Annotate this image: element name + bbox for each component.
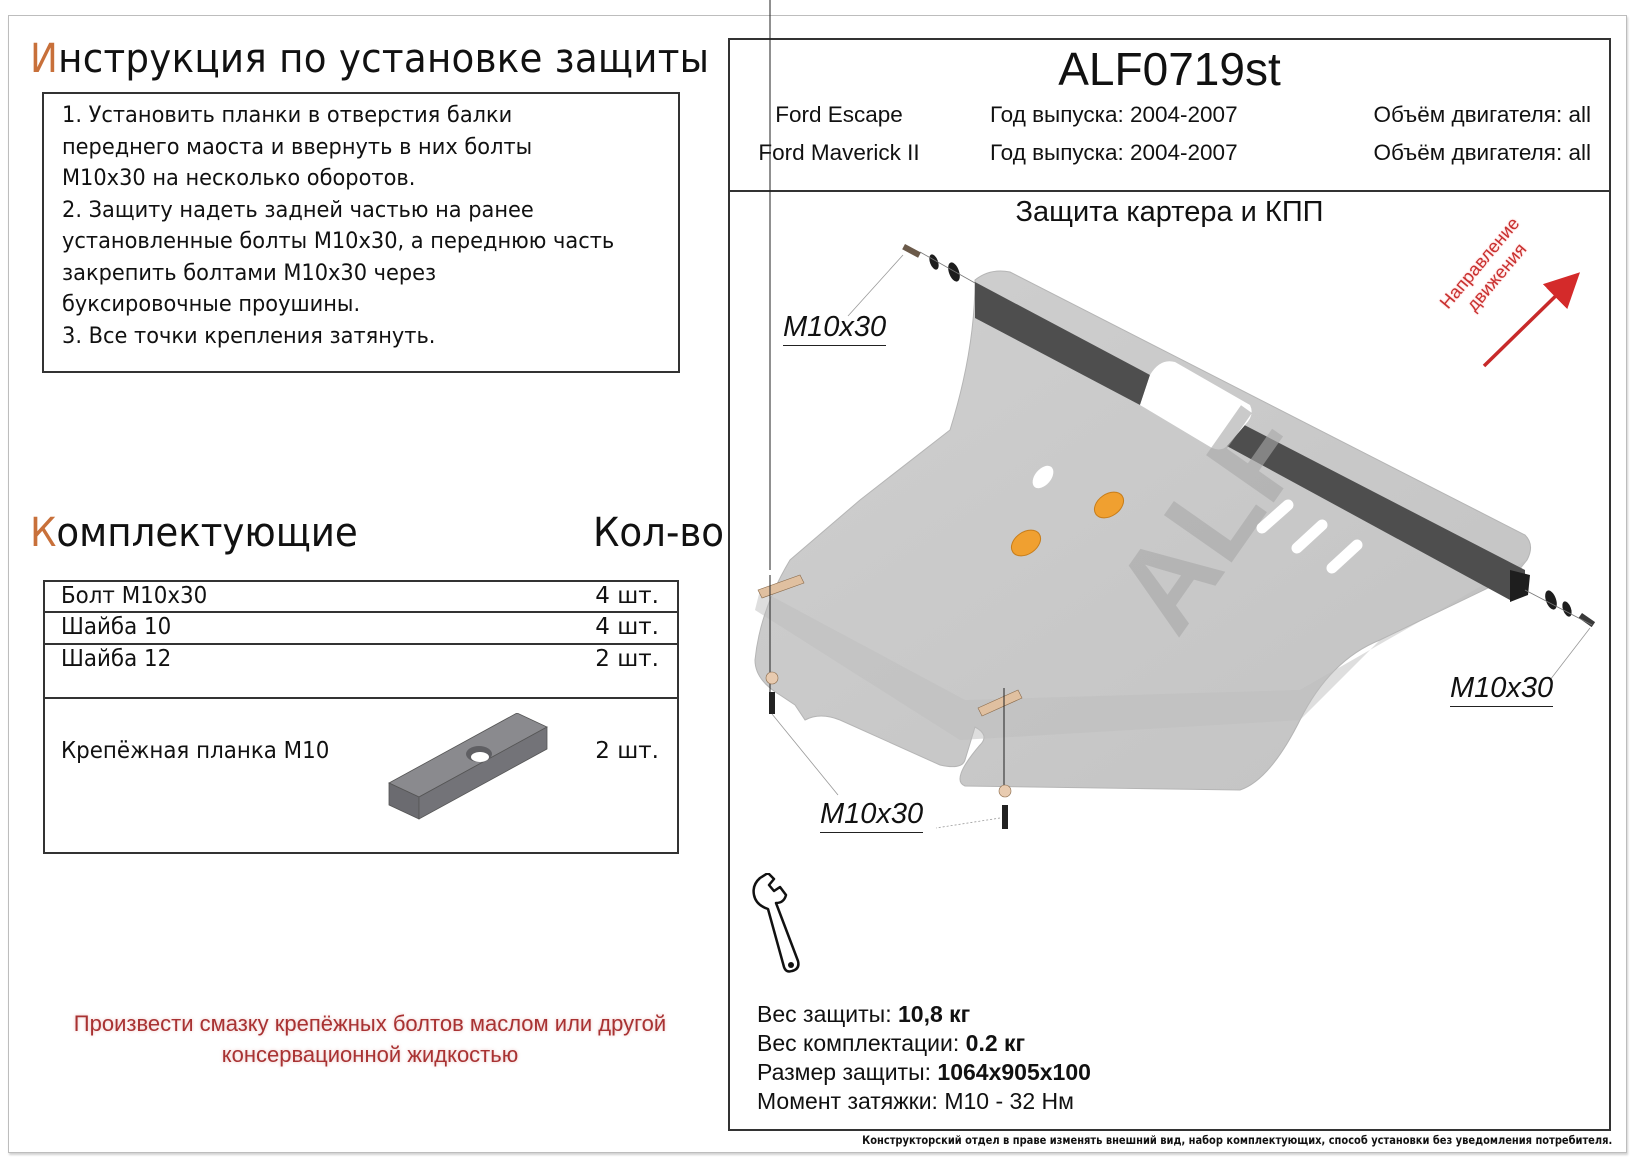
spec-label: Размер защиты: (757, 1059, 938, 1085)
vehicle-engine: Объём двигателя: all (1373, 102, 1591, 127)
instruction-line: М10х30 на несколько оборотов. (62, 165, 416, 191)
product-panel: ALF0719st Ford Escape Год выпуска: 2004-… (728, 38, 1611, 1131)
bolt-label-bottom: M10x30 (820, 798, 924, 833)
drawing-title: Защита картера и КПП (1015, 196, 1324, 228)
instruction-line: переднего маоста и ввернуть в них болты (62, 133, 533, 160)
vehicle-year: Год выпуска: 2004-2007 (990, 140, 1238, 165)
instruction-line: 3. Все точки крепления затянуть. (62, 322, 436, 349)
vehicle-engine: Объём двигателя: all (1373, 140, 1591, 165)
part-name: Шайба 10 (61, 614, 172, 640)
note-line: консервационной жидкостью (221, 1042, 519, 1067)
spec-row: Вес защиты: 10,8 кг (757, 1000, 1091, 1029)
disclaimer: Конструкторский отдел в праве изменять в… (861, 1133, 1612, 1147)
part-name: Крепёжная планка М10 (61, 738, 330, 764)
components-heading: Комплектующие (30, 510, 358, 556)
components-heading-rest: омплектующие (56, 510, 358, 556)
spec-label: Момент затяжки: (757, 1088, 945, 1114)
mounting-plate-image (388, 713, 548, 820)
part-qty: 4 шт. (595, 583, 659, 609)
instruction-line: закрепить болтами М10х30 через (62, 259, 437, 286)
vehicle-row: Ford Maverick II Год выпуска: 2004-2007 … (730, 140, 1609, 170)
vehicle-model: Ford Maverick II (758, 140, 920, 165)
spec-value: М10 - 32 Нм (944, 1088, 1074, 1114)
instructions-box: 1. Установить планки в отверстия балки п… (42, 92, 680, 373)
spec-label: Вес защиты: (757, 1001, 898, 1027)
spec-value: 0.2 кг (965, 1030, 1026, 1056)
wrench-icon (752, 873, 800, 973)
bolt-label-right: M10x30 (1450, 672, 1554, 707)
table-row: Крепёжная планка М10 2 шт. (45, 699, 677, 854)
table-row: Шайба 10 4 шт. (45, 613, 677, 645)
spec-value: 1064x905x100 (937, 1059, 1091, 1085)
components-heading-first-letter: К (30, 510, 57, 556)
title-first-letter: И (30, 36, 59, 82)
spec-row: Вес комплектации: 0.2 кг (757, 1029, 1091, 1058)
title-rest: нструкция по установке защиты (58, 36, 710, 82)
table-row: Шайба 12 2 шт. (45, 645, 677, 699)
quantity-heading: Кол-во (593, 510, 725, 556)
vehicle-year: Год выпуска: 2004-2007 (990, 102, 1238, 127)
product-header: ALF0719st Ford Escape Год выпуска: 2004-… (730, 40, 1609, 192)
part-name: Шайба 12 (61, 646, 172, 672)
instruction-line: установленные болты М10х30, а переднюю ч… (62, 228, 615, 254)
table-row: Болт М10х30 4 шт. (45, 582, 677, 613)
part-qty: 2 шт. (595, 646, 659, 672)
parts-table: Болт М10х30 4 шт. Шайба 10 4 шт. Шайба 1… (43, 580, 679, 854)
lubrication-note: Произвести смазку крепёжных болтов масло… (20, 1008, 720, 1070)
bolt-label-top-left: M10x30 (783, 311, 887, 346)
specs-list: Вес защиты: 10,8 кг Вес комплектации: 0.… (757, 1000, 1091, 1116)
spec-value: 10,8 кг (897, 1001, 971, 1027)
part-qty: 2 шт. (595, 738, 659, 764)
page-title: Инструкция по установке защиты (30, 36, 709, 82)
instruction-line: 2. Защиту надеть задней частью на ранее (62, 196, 534, 223)
vehicle-model: Ford Escape (775, 102, 903, 127)
spec-label: Вес комплектации: (757, 1030, 966, 1056)
part-name: Болт М10х30 (61, 583, 208, 609)
spec-row: Момент затяжки: М10 - 32 Нм (757, 1087, 1091, 1116)
instruction-line: буксировочные проушины. (62, 291, 361, 317)
note-line: Произвести смазку крепёжных болтов масло… (73, 1011, 667, 1036)
part-qty: 4 шт. (595, 614, 659, 640)
product-code: ALF0719st (1058, 43, 1281, 95)
spec-row: Размер защиты: 1064x905x100 (757, 1058, 1091, 1087)
vehicle-row: Ford Escape Год выпуска: 2004-2007 Объём… (730, 102, 1609, 132)
instruction-line: 1. Установить планки в отверстия балки (62, 102, 513, 128)
